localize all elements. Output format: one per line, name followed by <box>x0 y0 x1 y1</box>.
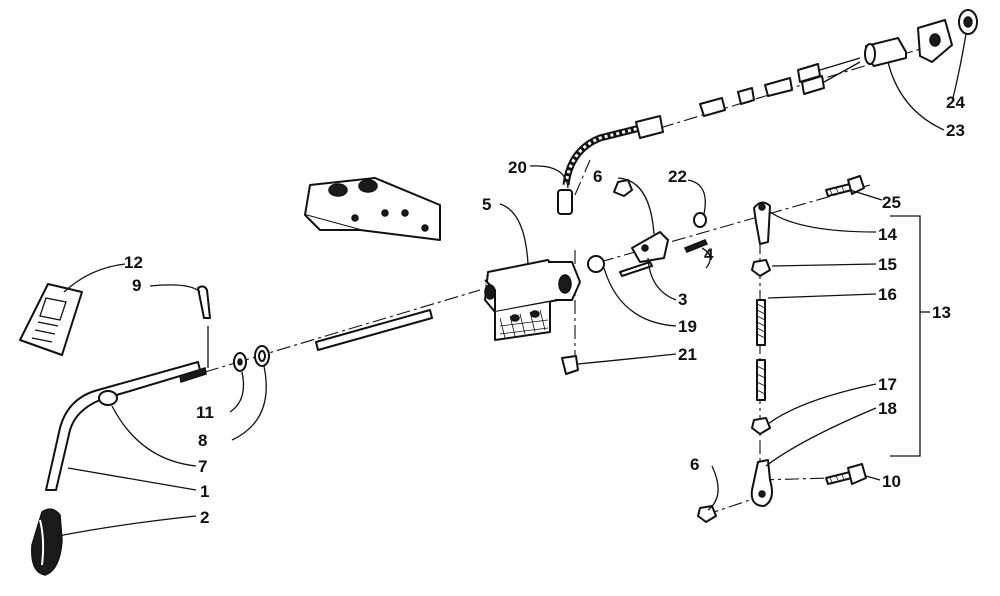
pin-icon <box>197 285 211 319</box>
callout-12: 12 <box>124 253 143 272</box>
callout-8: 8 <box>198 431 207 450</box>
housing-icon <box>484 259 581 341</box>
spacer-icon <box>587 255 605 273</box>
callout-23: 23 <box>946 121 965 140</box>
switch-icon <box>864 19 953 67</box>
wave-washer-icon <box>254 345 270 367</box>
knob-icon <box>31 508 63 576</box>
callout-labels: 12 9 11 8 7 1 2 5 20 6 22 4 3 19 21 25 1… <box>124 93 965 527</box>
washer-icon <box>233 352 247 372</box>
bolt-lower-icon <box>825 463 867 485</box>
callout-9: 9 <box>132 276 141 295</box>
callout-10: 10 <box>882 472 901 491</box>
callout-21: 21 <box>678 345 697 364</box>
mounting-bracket-icon <box>304 177 441 241</box>
callout-6-lower: 6 <box>690 455 699 474</box>
callout-3: 3 <box>678 290 687 309</box>
callout-1: 1 <box>200 482 209 501</box>
callout-13: 13 <box>932 303 951 322</box>
callout-5: 5 <box>482 195 491 214</box>
callout-16: 16 <box>878 285 897 304</box>
callout-14: 14 <box>878 225 897 244</box>
callout-18: 18 <box>878 399 897 418</box>
callout-20: 20 <box>508 158 527 177</box>
washer-small-icon <box>693 212 707 228</box>
lever-arm-icon <box>619 231 669 277</box>
leader-lines <box>57 33 967 537</box>
connector-harness-icon <box>557 57 861 215</box>
callout-25: 25 <box>882 193 901 212</box>
shift-lever-icon <box>45 361 207 491</box>
callout-4: 4 <box>704 245 714 264</box>
callout-7: 7 <box>198 457 207 476</box>
linkage-rod-icon <box>750 201 773 507</box>
nut-icon <box>613 179 633 197</box>
decal-icon <box>19 283 83 356</box>
callout-11: 11 <box>196 403 214 422</box>
shaft-icon <box>315 309 433 351</box>
callout-6-upper: 6 <box>593 167 602 186</box>
bolt-nut-icon <box>561 355 579 375</box>
callout-24: 24 <box>946 93 965 112</box>
cotter-pin-icon <box>683 239 709 253</box>
switch-nut-icon <box>958 9 978 35</box>
callout-19: 19 <box>678 317 697 336</box>
callout-15: 15 <box>878 255 897 274</box>
callout-22: 22 <box>668 167 687 186</box>
callout-2: 2 <box>200 508 209 527</box>
callout-17: 17 <box>878 375 897 394</box>
bolt-icon <box>825 175 865 197</box>
nut-lower-icon <box>697 505 717 523</box>
